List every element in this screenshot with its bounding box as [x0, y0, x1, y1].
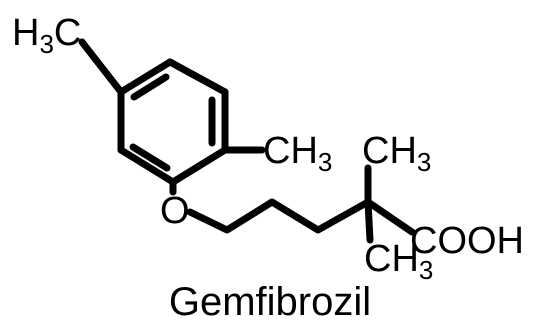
gem-methyl-up-ch: CH — [362, 130, 417, 172]
molecule-name: Gemfibrozil — [168, 280, 372, 324]
ether-oxygen-o: O — [160, 190, 190, 232]
gem-methyl-up-subscript: 3 — [416, 147, 432, 177]
ring-bond-1 — [166, 58, 229, 96]
alkyl-chain — [186, 198, 372, 234]
carboxyl-label: COOH — [410, 222, 524, 260]
gem-methyl-down-subscript: 3 — [418, 255, 434, 285]
top-methyl-h: H — [12, 12, 40, 54]
ring-double-bond-3 — [130, 73, 170, 101]
ring-methyl-subscript: 3 — [317, 147, 333, 177]
ring-bond-3 — [169, 146, 229, 186]
top-methyl-label: H3C — [12, 12, 82, 57]
ring-bond-4 — [117, 146, 177, 186]
ether-oxygen-label: O — [160, 192, 190, 230]
top-methyl-c: C — [53, 12, 82, 54]
gem-methyl-down-bond — [364, 198, 374, 244]
gem-methyl-down-ch: CH — [364, 238, 419, 280]
ring-methyl-label: CH3 — [263, 130, 332, 175]
benzene-ring — [117, 58, 229, 186]
ring-bond-6 — [117, 58, 174, 96]
gem-methyl-down-label: CH3 — [364, 238, 433, 283]
gem-methyl-up-label: CH3 — [362, 130, 431, 175]
ring-methyl-ch: CH — [263, 130, 318, 172]
carboxyl-text: COOH — [410, 220, 524, 262]
top-methyl-subscript: 3 — [39, 29, 54, 59]
ring-double-bond-2 — [129, 143, 171, 172]
top-methyl-bond — [78, 38, 125, 96]
carboxyl-bond — [364, 198, 416, 236]
